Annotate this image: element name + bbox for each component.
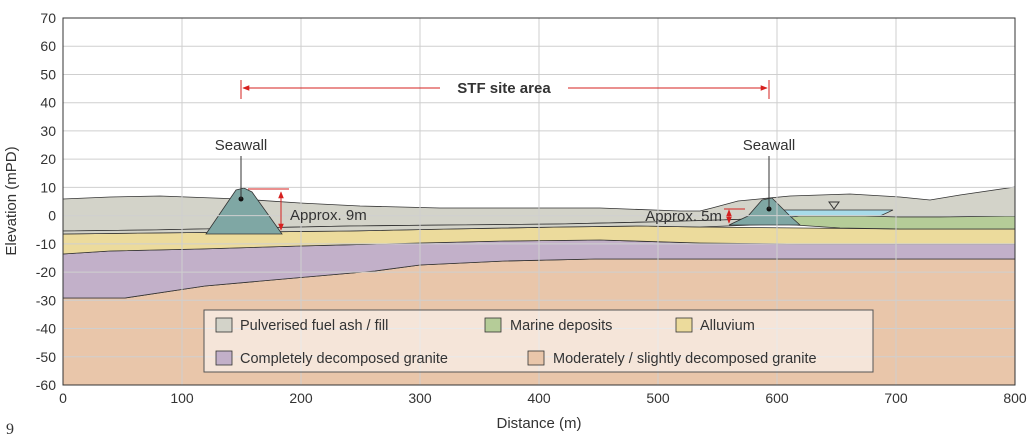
y-tick-labels: 70 60 50 40 30 20 10 0 -10 -20 -30 -40 -50 -60 [36,10,56,393]
x-axis-title: Distance (m) [496,415,581,432]
y-tick-label: -20 [36,264,56,280]
legend-item-alluvium: Alluvium [675,317,755,334]
y-tick-label: 0 [48,208,56,224]
x-tick-label: 700 [884,390,908,406]
legend-swatch-pulverised-fuel-ash [215,317,233,333]
y-tick-label: -40 [36,321,56,337]
y-tick-label: 10 [40,179,56,195]
legend-label-pulverised-fuel-ash: Pulverised fuel ash / fill [240,318,388,334]
water-level-marker-icon [828,201,840,210]
legend-label-completely-decomposed-granite: Completely decomposed granite [240,351,448,367]
approx-9m-label: Approx. 9m [290,207,367,224]
x-tick-label: 400 [527,390,551,406]
legend: Pulverised fuel ash / fill Marine deposi… [203,309,874,373]
legend-item-completely-decomposed-granite: Completely decomposed granite [215,350,448,367]
legend-swatch-alluvium [675,317,693,333]
legend-item-pulverised-fuel-ash: Pulverised fuel ash / fill [215,317,388,334]
y-tick-label: 70 [40,10,56,26]
y-tick-label: -50 [36,349,56,365]
legend-swatch-marine-deposits [484,317,502,333]
approx-5m-label: Approx. 5m [645,208,722,225]
x-tick-label: 200 [289,390,313,406]
legend-label-alluvium: Alluvium [700,318,755,334]
site-area-dimension: STF site area [240,80,770,99]
x-tick-label: 600 [765,390,789,406]
y-tick-label: 30 [40,123,56,139]
x-tick-label: 100 [170,390,194,406]
legend-item-moderately-decomposed-granite: Moderately / slightly decomposed granite [527,350,817,367]
marine-deposits-layer [779,215,1016,230]
y-tick-label: 40 [40,95,56,111]
legend-label-marine-deposits: Marine deposits [510,318,612,334]
y-tick-label: -30 [36,292,56,308]
y-tick-label: -10 [36,236,56,252]
approx-9m-dimension: Approx. 9m [248,188,367,231]
x-tick-labels: 0 100 200 300 400 500 600 700 800 [59,390,1027,406]
seawall-left-label: Seawall [215,137,268,154]
site-area-label: STF site area [457,80,551,97]
y-tick-label: -60 [36,377,56,393]
x-tick-label: 0 [59,390,67,406]
legend-swatch-moderately-decomposed-granite [527,350,545,366]
y-tick-label: 50 [40,66,56,82]
y-tick-label: 60 [40,38,56,54]
legend-swatch-completely-decomposed-granite [215,350,233,366]
plot-frame [62,17,1016,386]
legend-label-moderately-decomposed-granite: Moderately / slightly decomposed granite [553,351,817,367]
legend-item-marine-deposits: Marine deposits [484,317,612,334]
x-tick-label: 500 [646,390,670,406]
x-tick-label: 300 [408,390,432,406]
y-tick-label: 20 [40,151,56,167]
seawall-left [205,187,283,235]
page-number: 9 [6,421,14,438]
approx-5m-dimension: Approx. 5m [645,208,745,225]
x-tick-label: 800 [1003,390,1027,406]
seawall-right-label: Seawall [743,137,796,154]
y-axis-title: Elevation (mPD) [3,146,20,255]
